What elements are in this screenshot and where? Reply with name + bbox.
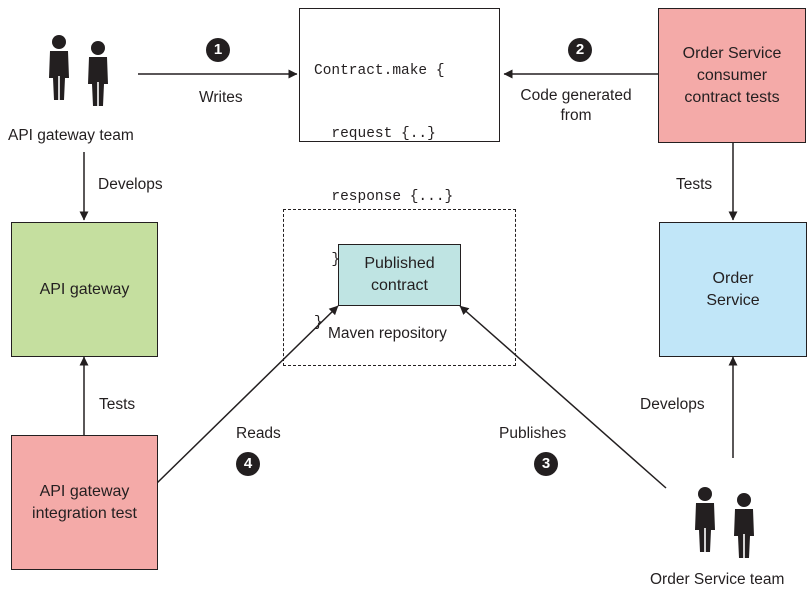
edge-publishes (459, 305, 667, 489)
maven-repository-label: Maven repository (328, 325, 447, 342)
edge-reads (156, 305, 339, 484)
publishes-label: Publishes (499, 425, 567, 442)
code-line: } (314, 315, 323, 331)
api-gateway-box: API gateway (11, 222, 158, 357)
box-label: contract tests (684, 88, 780, 106)
box-label: integration test (32, 504, 137, 522)
code-generated-label: Code generated from (508, 86, 644, 126)
code-line: } (314, 252, 341, 268)
published-contract-box: Published contract (338, 244, 461, 306)
box-label: contract (371, 277, 428, 294)
develops-gateway-label: Develops (98, 176, 163, 193)
gateway-team-label: API gateway team (8, 127, 134, 144)
box-label: API gateway (39, 482, 130, 500)
box-label: Service (706, 291, 760, 309)
box-label: consumer (696, 66, 768, 84)
contract-code-box: Contract.make { request {..} response {.… (299, 8, 500, 331)
box-label: API gateway (39, 280, 130, 298)
code-generated-line: from (560, 107, 592, 124)
step-3-badge: 3 (534, 452, 558, 476)
order-team-label: Order Service team (650, 571, 785, 588)
step-2-badge: 2 (568, 38, 592, 62)
order-team-icon (695, 487, 754, 558)
code-line: response {...} (314, 189, 454, 205)
step-1-badge: 1 (206, 38, 230, 62)
step-4-badge: 4 (236, 452, 260, 476)
code-generated-line: Code generated (520, 87, 632, 104)
tests-order-label: Tests (676, 176, 713, 193)
maven-repository-boundary (283, 209, 516, 366)
order-service-box: Order Service (659, 222, 807, 357)
code-line: Contract.make { (314, 63, 445, 79)
box-label: Order (712, 269, 754, 287)
box-label: Published (364, 255, 435, 272)
reads-label: Reads (236, 425, 281, 442)
develops-order-label: Develops (640, 396, 705, 413)
integration-test-box: API gateway integration test (11, 435, 158, 570)
code-line: request {..} (314, 126, 436, 142)
tests-gateway-label: Tests (99, 396, 136, 413)
gateway-team-icon (49, 35, 108, 106)
box-label: Order Service (682, 44, 782, 62)
consumer-contract-tests-box: Order Service consumer contract tests (658, 8, 806, 143)
writes-label: Writes (199, 89, 243, 106)
